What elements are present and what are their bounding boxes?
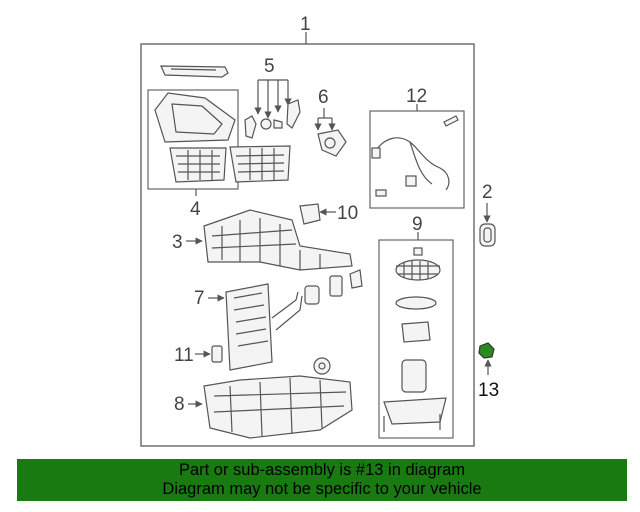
callout-12[interactable]: 12 [406,86,427,107]
callout-1[interactable]: 1 [300,14,311,35]
filter-element-left [169,147,227,183]
banner-line-1: Part or sub-assembly is #13 in diagram [178,461,466,479]
actuator-parts-5 [244,99,301,139]
callout-5[interactable]: 5 [264,56,275,77]
callout-6[interactable]: 6 [318,87,329,108]
callout-10[interactable]: 10 [337,203,358,224]
filter-element-right [229,145,291,183]
callout-8[interactable]: 8 [174,394,185,415]
subbox-4-frame [147,89,239,190]
callout-5-leaders [254,79,292,119]
callout-9[interactable]: 9 [412,214,423,235]
wiring-harness-12 [371,115,459,197]
callout-11[interactable]: 11 [174,345,194,366]
callout-2[interactable]: 2 [482,182,493,203]
callout-13[interactable]: 13 [478,380,499,401]
upper-case-3 [203,209,353,271]
info-banner: Part or sub-assembly is #13 in diagram D… [17,459,627,501]
parts-diagram: 1 4 5 6 [140,14,499,447]
sensor-11 [211,345,223,363]
top-seal-strip [160,65,229,78]
actuator-6 [317,129,347,157]
evaporator-7 [225,269,363,371]
filter-cover [154,92,236,143]
assembly-frame-1 [140,43,475,447]
gasket-2 [479,223,496,247]
grommet [313,357,331,375]
blower-motor-9 [383,247,447,432]
sensor-10 [299,203,321,225]
callout-4[interactable]: 4 [190,199,201,220]
callout-3[interactable]: 3 [172,232,183,253]
part-13-clip [478,342,495,359]
banner-line-2: Diagram may not be specific to your vehi… [162,480,482,498]
callout-7[interactable]: 7 [194,288,205,309]
lower-case-8 [203,375,353,439]
subbox-9-frame [378,239,454,439]
callout-6-leaders [314,108,336,131]
